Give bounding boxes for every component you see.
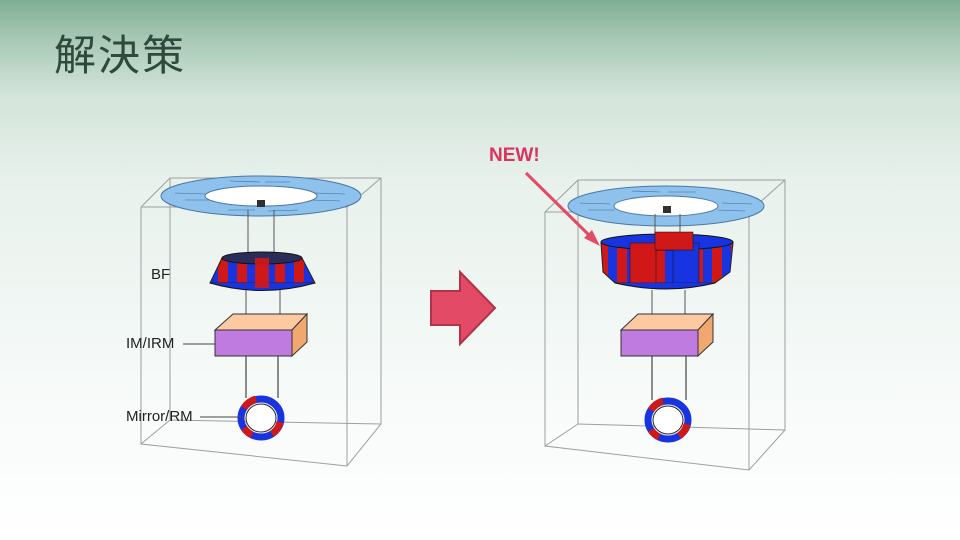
pointer-arrow-icon: [524, 171, 600, 246]
im-box: [619, 312, 715, 400]
assembly-after: [544, 179, 786, 471]
top-ring: [567, 185, 765, 227]
mirror-ring: [237, 395, 285, 441]
mirror-label: Mirror/RM: [126, 408, 193, 425]
bf-coil-new: [600, 214, 734, 318]
im-label: IM/IRM: [126, 335, 175, 352]
top-ring: [160, 175, 362, 217]
bf-label: BF: [151, 266, 171, 283]
right-arrow-icon: [430, 269, 497, 347]
slide-title: 解決策: [54, 31, 187, 80]
mirror-ring: [644, 397, 692, 443]
assembly-before: [140, 175, 382, 467]
im-box: [213, 312, 309, 398]
bf-coil: [209, 210, 316, 316]
new-label: NEW!: [489, 145, 540, 166]
